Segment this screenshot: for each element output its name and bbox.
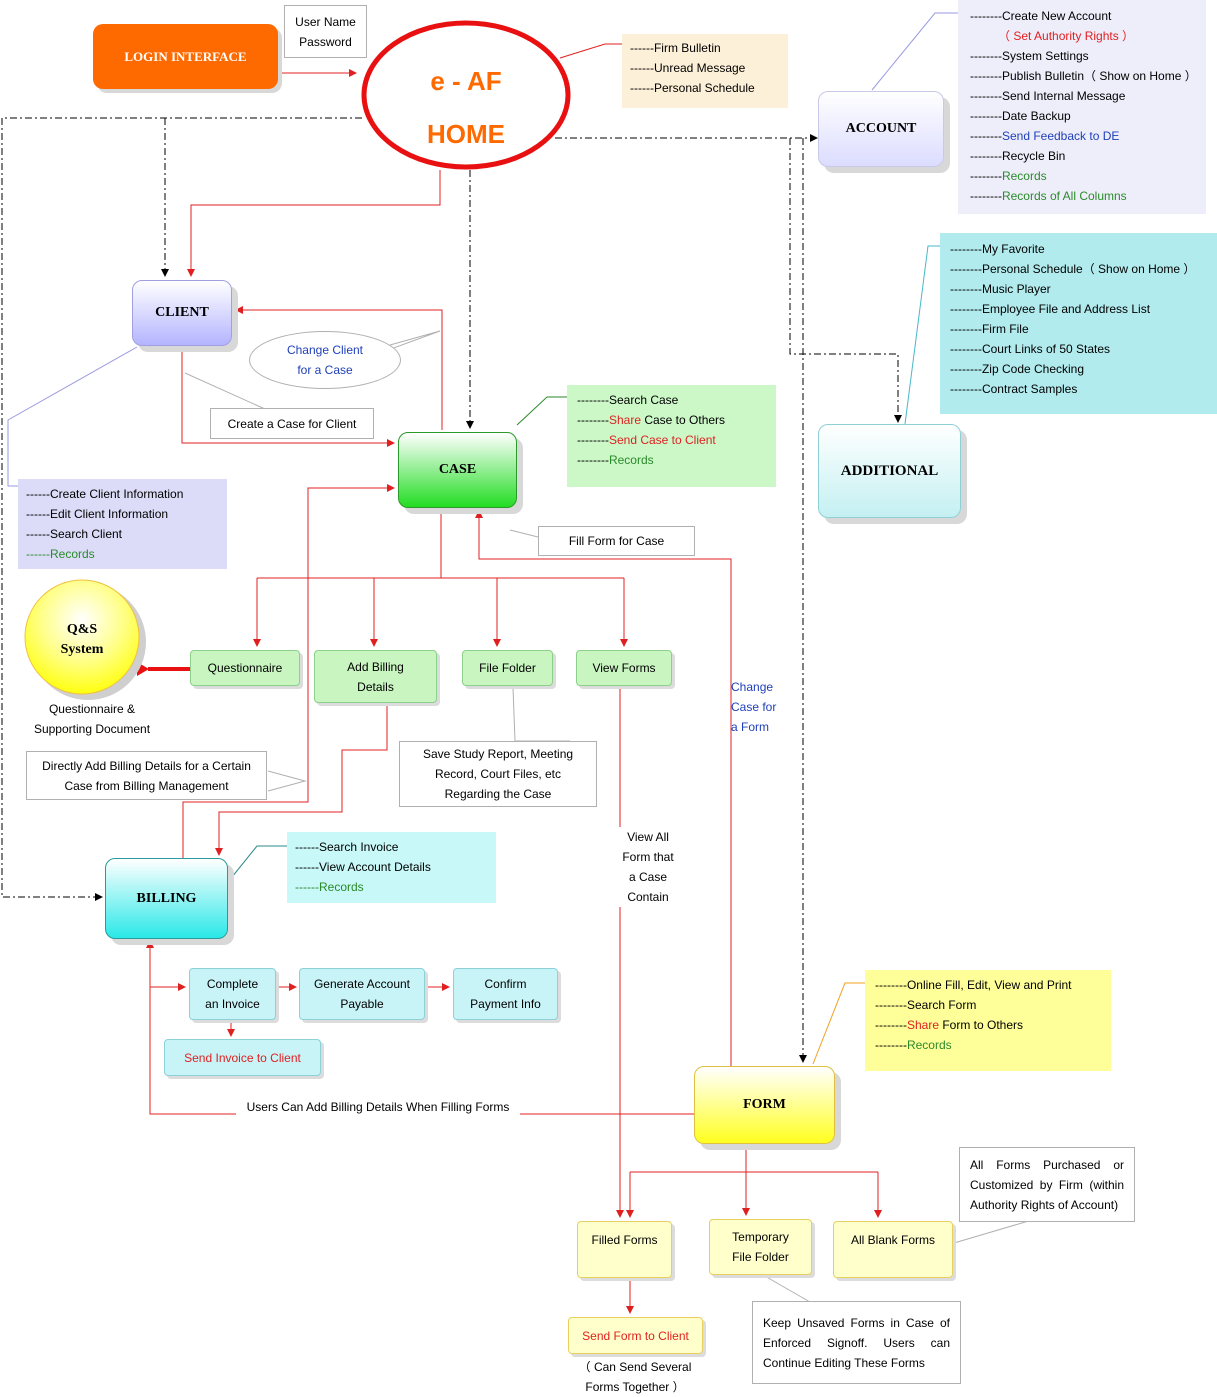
change-case-note: Change Case for a Form bbox=[731, 680, 777, 734]
form-to-billing-arrow bbox=[146, 940, 694, 1115]
account-panel: --------Create New Account （ Set Authori… bbox=[958, 0, 1206, 214]
qs-system-label: Q&S System bbox=[60, 622, 104, 657]
case-node[interactable]: CASE bbox=[398, 432, 517, 508]
additional-item: --------Contract Samples bbox=[950, 382, 1078, 396]
view-forms-node[interactable]: View Forms bbox=[576, 650, 672, 686]
additional-item: --------Firm File bbox=[950, 322, 1029, 336]
billing-item: ------Records bbox=[295, 880, 364, 894]
questionnaire-node[interactable]: Questionnaire bbox=[190, 650, 300, 686]
client-item: ------Search Client bbox=[26, 527, 123, 541]
client-item: ------Records bbox=[26, 547, 95, 561]
case-item: --------Records bbox=[577, 453, 654, 467]
billing-panel: ------Search Invoice ------View Account … bbox=[287, 832, 496, 903]
home-title-line1: e - AF bbox=[430, 66, 502, 96]
home-panel-item: ------Unread Message bbox=[630, 61, 746, 75]
billing-item: ------View Account Details bbox=[295, 860, 431, 874]
blank-forms-node[interactable]: All Blank Forms bbox=[833, 1221, 953, 1278]
change-client-note: Change Client for a Case bbox=[249, 331, 401, 389]
additional-item: --------My Favorite bbox=[950, 242, 1045, 256]
additional-panel: --------My Favorite --------Personal Sch… bbox=[940, 233, 1217, 414]
form-panel: --------Online Fill, Edit, View and Prin… bbox=[865, 970, 1111, 1071]
account-item: --------Records bbox=[970, 169, 1047, 183]
qs-system-node[interactable] bbox=[24, 579, 140, 695]
home-panel-item: ------Firm Bulletin bbox=[630, 41, 721, 55]
additional-item: --------Zip Code Checking bbox=[950, 362, 1085, 376]
account-item: --------Create New Account bbox=[970, 9, 1112, 23]
additional-item: --------Court Links of 50 States bbox=[950, 342, 1111, 356]
qs-caption: Questionnaire & Supporting Document bbox=[33, 702, 151, 736]
username-label: User Name bbox=[295, 14, 356, 29]
billing-item: ------Search Invoice bbox=[295, 840, 399, 854]
direct-billing-note: Directly Add Billing Details for a Certa… bbox=[26, 751, 267, 800]
client-node[interactable]: CLIENT bbox=[132, 280, 232, 346]
account-item: --------Send Feedback to DE bbox=[970, 129, 1120, 143]
addbilling-to-billing-arrow bbox=[215, 703, 388, 856]
send-form-node[interactable]: Send Form to Client bbox=[568, 1317, 703, 1354]
account-node[interactable]: ACCOUNT bbox=[818, 91, 944, 167]
account-item: --------Records of All Columns bbox=[970, 189, 1127, 203]
account-item: --------Recycle Bin bbox=[970, 149, 1066, 163]
login-interface-node[interactable]: LOGIN INTERFACE bbox=[93, 24, 278, 89]
form-node[interactable]: FORM bbox=[694, 1066, 835, 1144]
fill-form-note: Fill Form for Case bbox=[538, 526, 695, 556]
send-form-caption: （ Can Send Several Forms Together ） bbox=[578, 1360, 692, 1394]
home-title-line2: HOME bbox=[427, 119, 505, 149]
case-item: --------Search Case bbox=[577, 393, 679, 407]
additional-item: --------Personal Schedule（ Show on Home … bbox=[950, 262, 1196, 276]
file-folder-node[interactable]: File Folder bbox=[462, 650, 553, 686]
form-to-case-arrow bbox=[475, 510, 732, 1066]
temporary-folder-note: Keep Unsaved Forms in Case of Enforced S… bbox=[752, 1301, 961, 1384]
case-item: --------Send Case to Client bbox=[577, 433, 716, 447]
account-item: --------Date Backup bbox=[970, 109, 1071, 123]
password-label: Password bbox=[299, 34, 352, 49]
home-to-billing-dashed bbox=[1, 117, 362, 901]
filled-forms-node[interactable]: Filled Forms bbox=[577, 1221, 672, 1278]
additional-item: --------Music Player bbox=[950, 282, 1051, 296]
blank-forms-note: All Forms Purchased or Customized by Fir… bbox=[959, 1147, 1135, 1222]
create-case-note: Create a Case for Client bbox=[210, 408, 374, 439]
client-panel: ------Create Client Information ------Ed… bbox=[18, 479, 227, 569]
account-to-additional-dashed bbox=[789, 138, 902, 423]
home-ellipse[interactable] bbox=[361, 20, 571, 170]
additional-node[interactable]: ADDITIONAL bbox=[818, 424, 961, 518]
home-to-client-arrow bbox=[187, 170, 441, 277]
dashed-connectors bbox=[1, 117, 902, 1063]
login-credentials-note: User Name Password bbox=[284, 5, 367, 58]
client-item: ------Edit Client Information bbox=[26, 507, 169, 521]
temporary-folder-node[interactable]: Temporary File Folder bbox=[709, 1219, 812, 1275]
form-item: --------Share Form to Others bbox=[875, 1018, 1024, 1032]
case-to-client-arrow bbox=[235, 306, 443, 430]
case-panel: --------Search Case --------Share Case t… bbox=[567, 385, 776, 487]
form-item: --------Online Fill, Edit, View and Prin… bbox=[875, 978, 1072, 992]
billing-forms-note: Users Can Add Billing Details When Filli… bbox=[236, 1097, 520, 1117]
form-item: --------Records bbox=[875, 1038, 952, 1052]
complete-invoice-node[interactable]: Complete an Invoice bbox=[189, 968, 276, 1020]
client-item: ------Create Client Information bbox=[26, 487, 184, 501]
add-billing-node[interactable]: Add Billing Details bbox=[314, 650, 437, 703]
account-item: --------Publish Bulletin（ Show on Home ） bbox=[970, 69, 1197, 83]
file-folder-note: Save Study Report, Meeting Record, Court… bbox=[399, 741, 597, 807]
client-to-case-arrow bbox=[181, 350, 395, 447]
account-item: --------Send Internal Message bbox=[970, 89, 1126, 103]
account-item: （ Set Authority Rights ） bbox=[998, 29, 1135, 43]
home-panel: ------Firm Bulletin ------Unread Message… bbox=[622, 34, 788, 108]
billing-node[interactable]: BILLING bbox=[105, 858, 228, 939]
confirm-payment-node[interactable]: Confirm Payment Info bbox=[453, 968, 558, 1020]
account-item: --------System Settings bbox=[970, 49, 1089, 63]
case-item: --------Share Case to Others bbox=[577, 413, 726, 427]
home-title[interactable]: e - AF HOME bbox=[370, 55, 562, 149]
send-invoice-node[interactable]: Send Invoice to Client bbox=[164, 1039, 321, 1076]
generate-payable-node[interactable]: Generate Account Payable bbox=[299, 968, 425, 1020]
view-all-note: View All Form that a Case Contain bbox=[618, 827, 678, 907]
form-item: --------Search Form bbox=[875, 998, 977, 1012]
home-panel-item: ------Personal Schedule bbox=[630, 81, 755, 95]
billing-to-case-arrow bbox=[182, 484, 395, 858]
additional-item: --------Employee File and Address List bbox=[950, 302, 1151, 316]
